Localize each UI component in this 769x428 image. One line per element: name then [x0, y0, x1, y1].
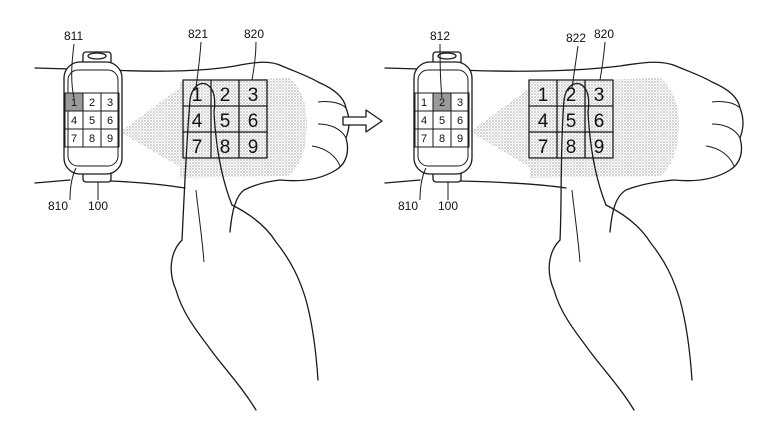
left-projected-grid-frame [182, 79, 268, 159]
left-projected-key: 8 [220, 137, 231, 158]
left-projection-cone [120, 84, 185, 170]
right-pointing-hand [548, 204, 693, 411]
left-projected-keypad: 1 2 3 4 5 6 7 8 9 [182, 79, 268, 159]
right-watch-key: 1 [421, 97, 427, 109]
left-watch-key: 2 [89, 97, 95, 109]
left-watch-key: 7 [71, 133, 77, 145]
left-label-device: 100 [88, 199, 108, 213]
left-projected-key: 4 [192, 111, 203, 132]
left-projected-key: 7 [192, 137, 203, 158]
right-projected-key: 4 [538, 111, 549, 132]
left-watch-grid-lines [65, 93, 119, 147]
left-projected-key: 1 [192, 85, 203, 106]
right-projected-key: 9 [594, 137, 605, 158]
left-projected-grid-lines [182, 79, 268, 159]
right-knuckle-lines [705, 101, 741, 167]
right-projected-key: 8 [566, 137, 577, 158]
left-projected-key: 9 [248, 137, 259, 158]
left-scene: 1 2 3 4 5 6 7 8 9 1 2 3 4 5 6 7 8 9 [34, 27, 350, 411]
left-projected-key: 6 [248, 111, 259, 132]
left-watch-key: 1 [71, 97, 77, 109]
right-watch-bezel [417, 69, 469, 167]
left-pointing-hand [170, 204, 319, 411]
right-leader-lines [419, 41, 606, 201]
right-projected-grid-lines [528, 79, 614, 159]
right-watch-body [413, 61, 473, 175]
right-pointing-finger [559, 82, 607, 241]
right-projected-keypad: 1 2 3 4 5 6 7 8 9 [528, 79, 614, 159]
left-pointing-finger [181, 82, 233, 241]
left-watch-grid-frame [64, 92, 120, 148]
right-watch-key: 6 [457, 115, 463, 127]
left-watch-key-selected-bg [65, 93, 83, 111]
right-projected-key: 6 [594, 111, 605, 132]
right-watch-key-selected-bg [433, 93, 451, 111]
left-label-projected-grid: 820 [244, 27, 264, 41]
left-watch-key: 9 [107, 133, 113, 145]
right-scene: 1 2 3 4 5 6 7 8 9 1 2 3 4 5 6 7 8 9 8 [384, 27, 744, 411]
right-label-watch: 810 [398, 199, 418, 213]
left-watch-key: 4 [71, 115, 77, 127]
right-watch-key: 2 [439, 97, 445, 109]
left-watch-body [63, 61, 123, 175]
right-projected-grid-frame [528, 79, 614, 159]
right-watch-key: 8 [439, 133, 445, 145]
left-projection-area [180, 78, 308, 178]
right-watch-grid-lines [415, 93, 469, 147]
right-watch-key: 9 [457, 133, 463, 145]
left-watch-bezel [67, 69, 119, 167]
left-label-watch: 810 [48, 199, 68, 213]
right-projection-area [530, 78, 680, 178]
left-label-watch-grid: 811 [64, 29, 83, 43]
left-watch-key: 6 [107, 115, 113, 127]
right-watch-keypad: 1 2 3 4 5 6 7 8 9 [414, 92, 470, 148]
right-label-projected-grid: 820 [594, 27, 614, 41]
left-projected-key: 5 [220, 111, 231, 132]
left-watch-keypad: 1 2 3 4 5 6 7 8 9 [64, 92, 120, 148]
left-watch-key: 8 [89, 133, 95, 145]
right-projected-key: 3 [594, 85, 605, 106]
right-label-device: 100 [438, 199, 458, 213]
left-arm-outline [34, 61, 350, 233]
right-watch-key: 4 [421, 115, 427, 127]
right-label-finger-key: 822 [566, 31, 586, 45]
left-watch-key: 5 [89, 115, 95, 127]
right-finger-crease [571, 189, 581, 263]
left-crown [87, 52, 107, 60]
right-crown [437, 52, 457, 60]
right-projected-key: 2 [566, 85, 577, 106]
right-arrow-icon [342, 109, 383, 133]
right-projected-key: 7 [538, 137, 549, 158]
left-projected-key: 3 [248, 85, 259, 106]
left-leader-lines [69, 41, 257, 201]
right-label-watch-grid: 812 [430, 29, 450, 43]
right-watch-key: 3 [457, 97, 463, 109]
right-projected-key: 1 [538, 85, 549, 106]
right-projection-cone [470, 84, 535, 170]
right-watch-key: 5 [439, 115, 445, 127]
left-projected-key: 2 [220, 85, 231, 106]
left-label-finger-key: 821 [188, 27, 208, 41]
left-finger-crease [195, 189, 205, 263]
right-projected-key: 5 [566, 111, 577, 132]
left-knuckle-lines [311, 101, 347, 167]
right-arm-outline [384, 61, 744, 233]
left-watch-key: 3 [107, 97, 113, 109]
right-watch-key: 7 [421, 133, 427, 145]
